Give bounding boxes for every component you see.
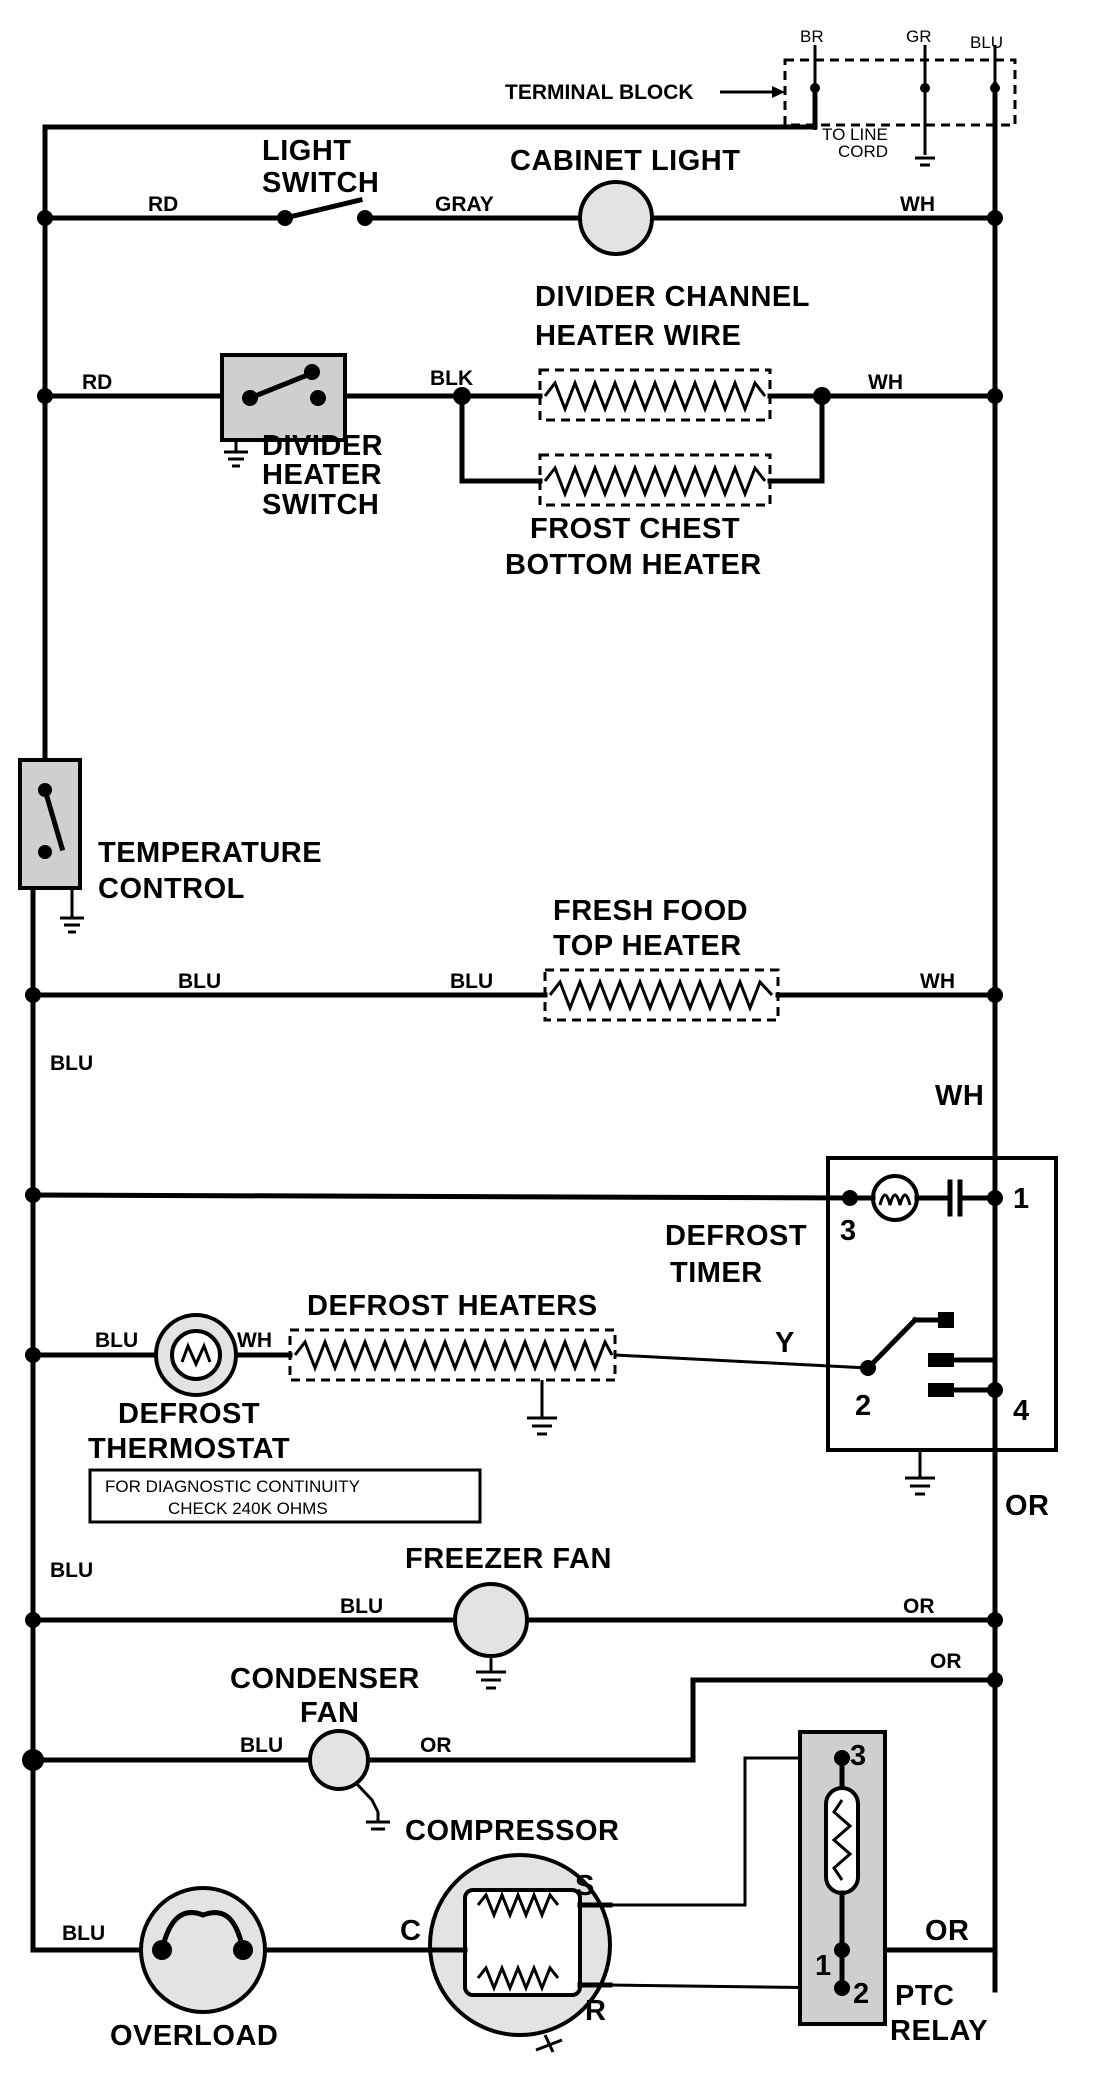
divider-channel-label-1: DIVIDER CHANNEL bbox=[535, 281, 810, 313]
frost-chest-branch-left bbox=[459, 393, 543, 484]
timer-motor-wire bbox=[30, 1192, 853, 1201]
compressor-label: COMPRESSOR bbox=[405, 1815, 619, 1847]
defrost-heaters bbox=[288, 1328, 617, 1436]
diagnostic-note-line-2: CHECK 240K OHMS bbox=[168, 1499, 328, 1518]
terminal-gr-label: GR bbox=[906, 27, 932, 46]
compressor-terminal-c: C bbox=[400, 1915, 421, 1947]
ptc-terminal-2: 2 bbox=[853, 1978, 870, 2010]
overload-protector bbox=[139, 1886, 267, 2014]
timer-terminal-4: 4 bbox=[1013, 1395, 1030, 1427]
divider-switch-label-3: SWITCH bbox=[262, 489, 379, 521]
light-switch-label-1: LIGHT bbox=[262, 135, 352, 167]
defrost-thermostat-label-2: THERMOSTAT bbox=[88, 1433, 290, 1465]
wire-wh-5: WH bbox=[237, 1329, 272, 1352]
wire-wh-4: WH bbox=[935, 1080, 984, 1112]
start-winding-wire bbox=[610, 1756, 842, 1907]
terminal-blu-label: BLU bbox=[970, 33, 1003, 52]
terminal-block-label: TERMINAL BLOCK bbox=[505, 81, 694, 104]
wire-blu-7: BLU bbox=[240, 1734, 283, 1757]
frost-chest-heater bbox=[538, 453, 772, 507]
condenser-fan-motor bbox=[308, 1729, 390, 1831]
defrost-thermostat bbox=[154, 1313, 238, 1397]
defrost-timer-label-1: DEFROST bbox=[665, 1220, 807, 1252]
cabinet-light-bulb bbox=[578, 180, 654, 256]
wire-blu-5: BLU bbox=[50, 1559, 93, 1582]
wire-blu-1: BLU bbox=[178, 970, 221, 993]
divider-channel-heater bbox=[538, 368, 772, 422]
wire-wh-1: WH bbox=[900, 193, 935, 216]
wire-or-1: OR bbox=[1005, 1490, 1050, 1522]
compressor-terminal-s: S bbox=[575, 1870, 595, 1902]
light-switch bbox=[277, 196, 373, 226]
frost-chest-label-1: FROST CHEST bbox=[530, 513, 740, 545]
timer-terminal-1: 1 bbox=[1013, 1183, 1030, 1215]
wire-blu-4: BLU bbox=[95, 1329, 138, 1352]
fresh-food-label-1: FRESH FOOD bbox=[553, 895, 748, 927]
defrost-timer bbox=[826, 1156, 1058, 1496]
defrost-heaters-label: DEFROST HEATERS bbox=[307, 1290, 598, 1322]
defrost-wire-y bbox=[614, 1353, 869, 1370]
temperature-control-label-1: TEMPERATURE bbox=[98, 837, 322, 869]
compressor-terminal-r: R bbox=[585, 1995, 606, 2027]
wire-wh-2: WH bbox=[868, 371, 903, 394]
compressor bbox=[427, 1853, 613, 2053]
wire-rd-2: RD bbox=[82, 371, 112, 394]
freezer-fan-motor bbox=[453, 1582, 529, 1690]
frost-chest-branch-right bbox=[767, 393, 825, 484]
wire-wh-3: WH bbox=[920, 970, 955, 993]
divider-switch-label-1: DIVIDER bbox=[262, 430, 383, 462]
fresh-food-label-2: TOP HEATER bbox=[553, 930, 742, 962]
wire-or-4: OR bbox=[930, 1650, 962, 1673]
terminal-block: TERMINAL BLOCK BR GR BLU TO LINE CORD bbox=[505, 27, 1017, 167]
defrost-timer-label-2: TIMER bbox=[670, 1257, 763, 1289]
temperature-control-label-2: CONTROL bbox=[98, 873, 245, 905]
terminal-br-label: BR bbox=[800, 27, 824, 46]
wire-blk: BLK bbox=[430, 367, 473, 390]
cabinet-light-label: CABINET LIGHT bbox=[510, 145, 740, 177]
ptc-relay-label-2: RELAY bbox=[890, 2015, 988, 2047]
timer-terminal-2: 2 bbox=[855, 1390, 872, 1422]
fresh-food-heater bbox=[543, 968, 780, 1022]
diagnostic-note: FOR DIAGNOSTIC CONTINUITY CHECK 240K OHM… bbox=[88, 1468, 482, 1524]
wire-blu-3: BLU bbox=[50, 1052, 93, 1075]
line-cord-label-2: CORD bbox=[838, 142, 888, 161]
line-cord-label-1: TO LINE bbox=[822, 125, 888, 144]
freezer-fan-label: FREEZER FAN bbox=[405, 1543, 612, 1575]
wire-blu-8: BLU bbox=[62, 1922, 105, 1945]
divider-channel-label-2: HEATER WIRE bbox=[535, 320, 741, 352]
ptc-relay bbox=[798, 1730, 887, 2026]
wire-blu-6: BLU bbox=[340, 1595, 383, 1618]
wire-rd-1: RD bbox=[148, 193, 178, 216]
ptc-relay-label-1: PTC bbox=[895, 1980, 955, 2012]
timer-terminal-3: 3 bbox=[840, 1215, 857, 1247]
frost-chest-label-2: BOTTOM HEATER bbox=[505, 549, 762, 581]
condenser-fan-label-2: FAN bbox=[300, 1697, 360, 1729]
ptc-terminal-3: 3 bbox=[850, 1740, 867, 1772]
diagnostic-note-line-1: FOR DIAGNOSTIC CONTINUITY bbox=[105, 1477, 360, 1496]
temperature-control bbox=[18, 758, 84, 934]
wire-or-3: OR bbox=[420, 1734, 452, 1757]
wire-gray: GRAY bbox=[435, 193, 494, 216]
ptc-terminal-1: 1 bbox=[815, 1950, 832, 1982]
light-switch-label-2: SWITCH bbox=[262, 167, 379, 199]
wire-or-2: OR bbox=[903, 1595, 935, 1618]
condenser-fan-label-1: CONDENSER bbox=[230, 1663, 420, 1695]
wire-y: Y bbox=[775, 1327, 795, 1359]
divider-heater-switch bbox=[220, 353, 347, 468]
divider-switch-label-2: HEATER bbox=[262, 459, 382, 491]
wire-or-5: OR bbox=[925, 1915, 970, 1947]
wire-blu-2: BLU bbox=[450, 970, 493, 993]
defrost-thermostat-label-1: DEFROST bbox=[118, 1398, 260, 1430]
condenser-fan-wire-right bbox=[365, 1677, 998, 1763]
overload-label: OVERLOAD bbox=[110, 2020, 278, 2052]
